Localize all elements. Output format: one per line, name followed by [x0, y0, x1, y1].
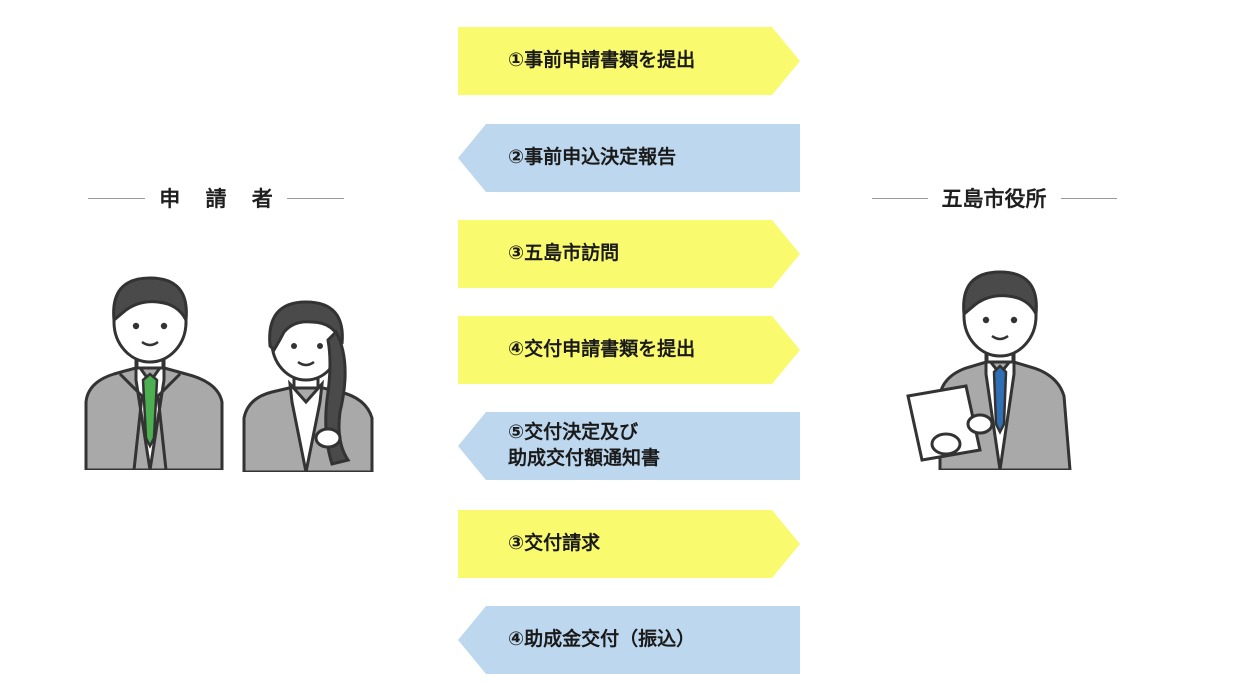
tablet-icon — [906, 384, 982, 462]
step-arrow-1-to-city: ①事前申請書類を提出 — [458, 27, 800, 95]
step-arrow-3-to-city: ③五島市訪問 — [458, 220, 800, 288]
step-label: ②事前申込決定報告 — [508, 146, 677, 169]
divider-line — [871, 197, 928, 199]
step-label: ⑤交付決定及び 助成交付額通知書 — [508, 421, 661, 469]
step-label: ③交付請求 — [508, 532, 601, 555]
step-arrow-7-to-applicant: ④助成金交付（振込） — [458, 606, 800, 674]
applicant-label-text: 申 請 者 — [159, 187, 282, 211]
applicant-label: 申 請 者 — [88, 178, 344, 218]
divider-line — [1060, 197, 1117, 199]
step-label: ④交付申請書類を提出 — [508, 338, 696, 361]
applicant-woman-illustration — [242, 300, 374, 472]
city-officer-illustration — [906, 270, 1072, 470]
step-label: ③五島市訪問 — [508, 242, 620, 265]
city-label: 五島市役所 — [866, 178, 1122, 218]
step-arrow-5-to-applicant: ⑤交付決定及び 助成交付額通知書 — [458, 412, 800, 480]
divider-line — [286, 197, 344, 199]
divider-line — [88, 197, 146, 199]
step-label: ①事前申請書類を提出 — [508, 49, 696, 72]
step-label: ④助成金交付（振込） — [508, 628, 696, 651]
step-arrow-6-to-city: ③交付請求 — [458, 510, 800, 578]
step-arrow-4-to-city: ④交付申請書類を提出 — [458, 316, 800, 384]
step-arrow-2-to-applicant: ②事前申込決定報告 — [458, 124, 800, 192]
applicant-man-illustration — [84, 276, 224, 470]
city-label-text: 五島市役所 — [941, 187, 1047, 211]
